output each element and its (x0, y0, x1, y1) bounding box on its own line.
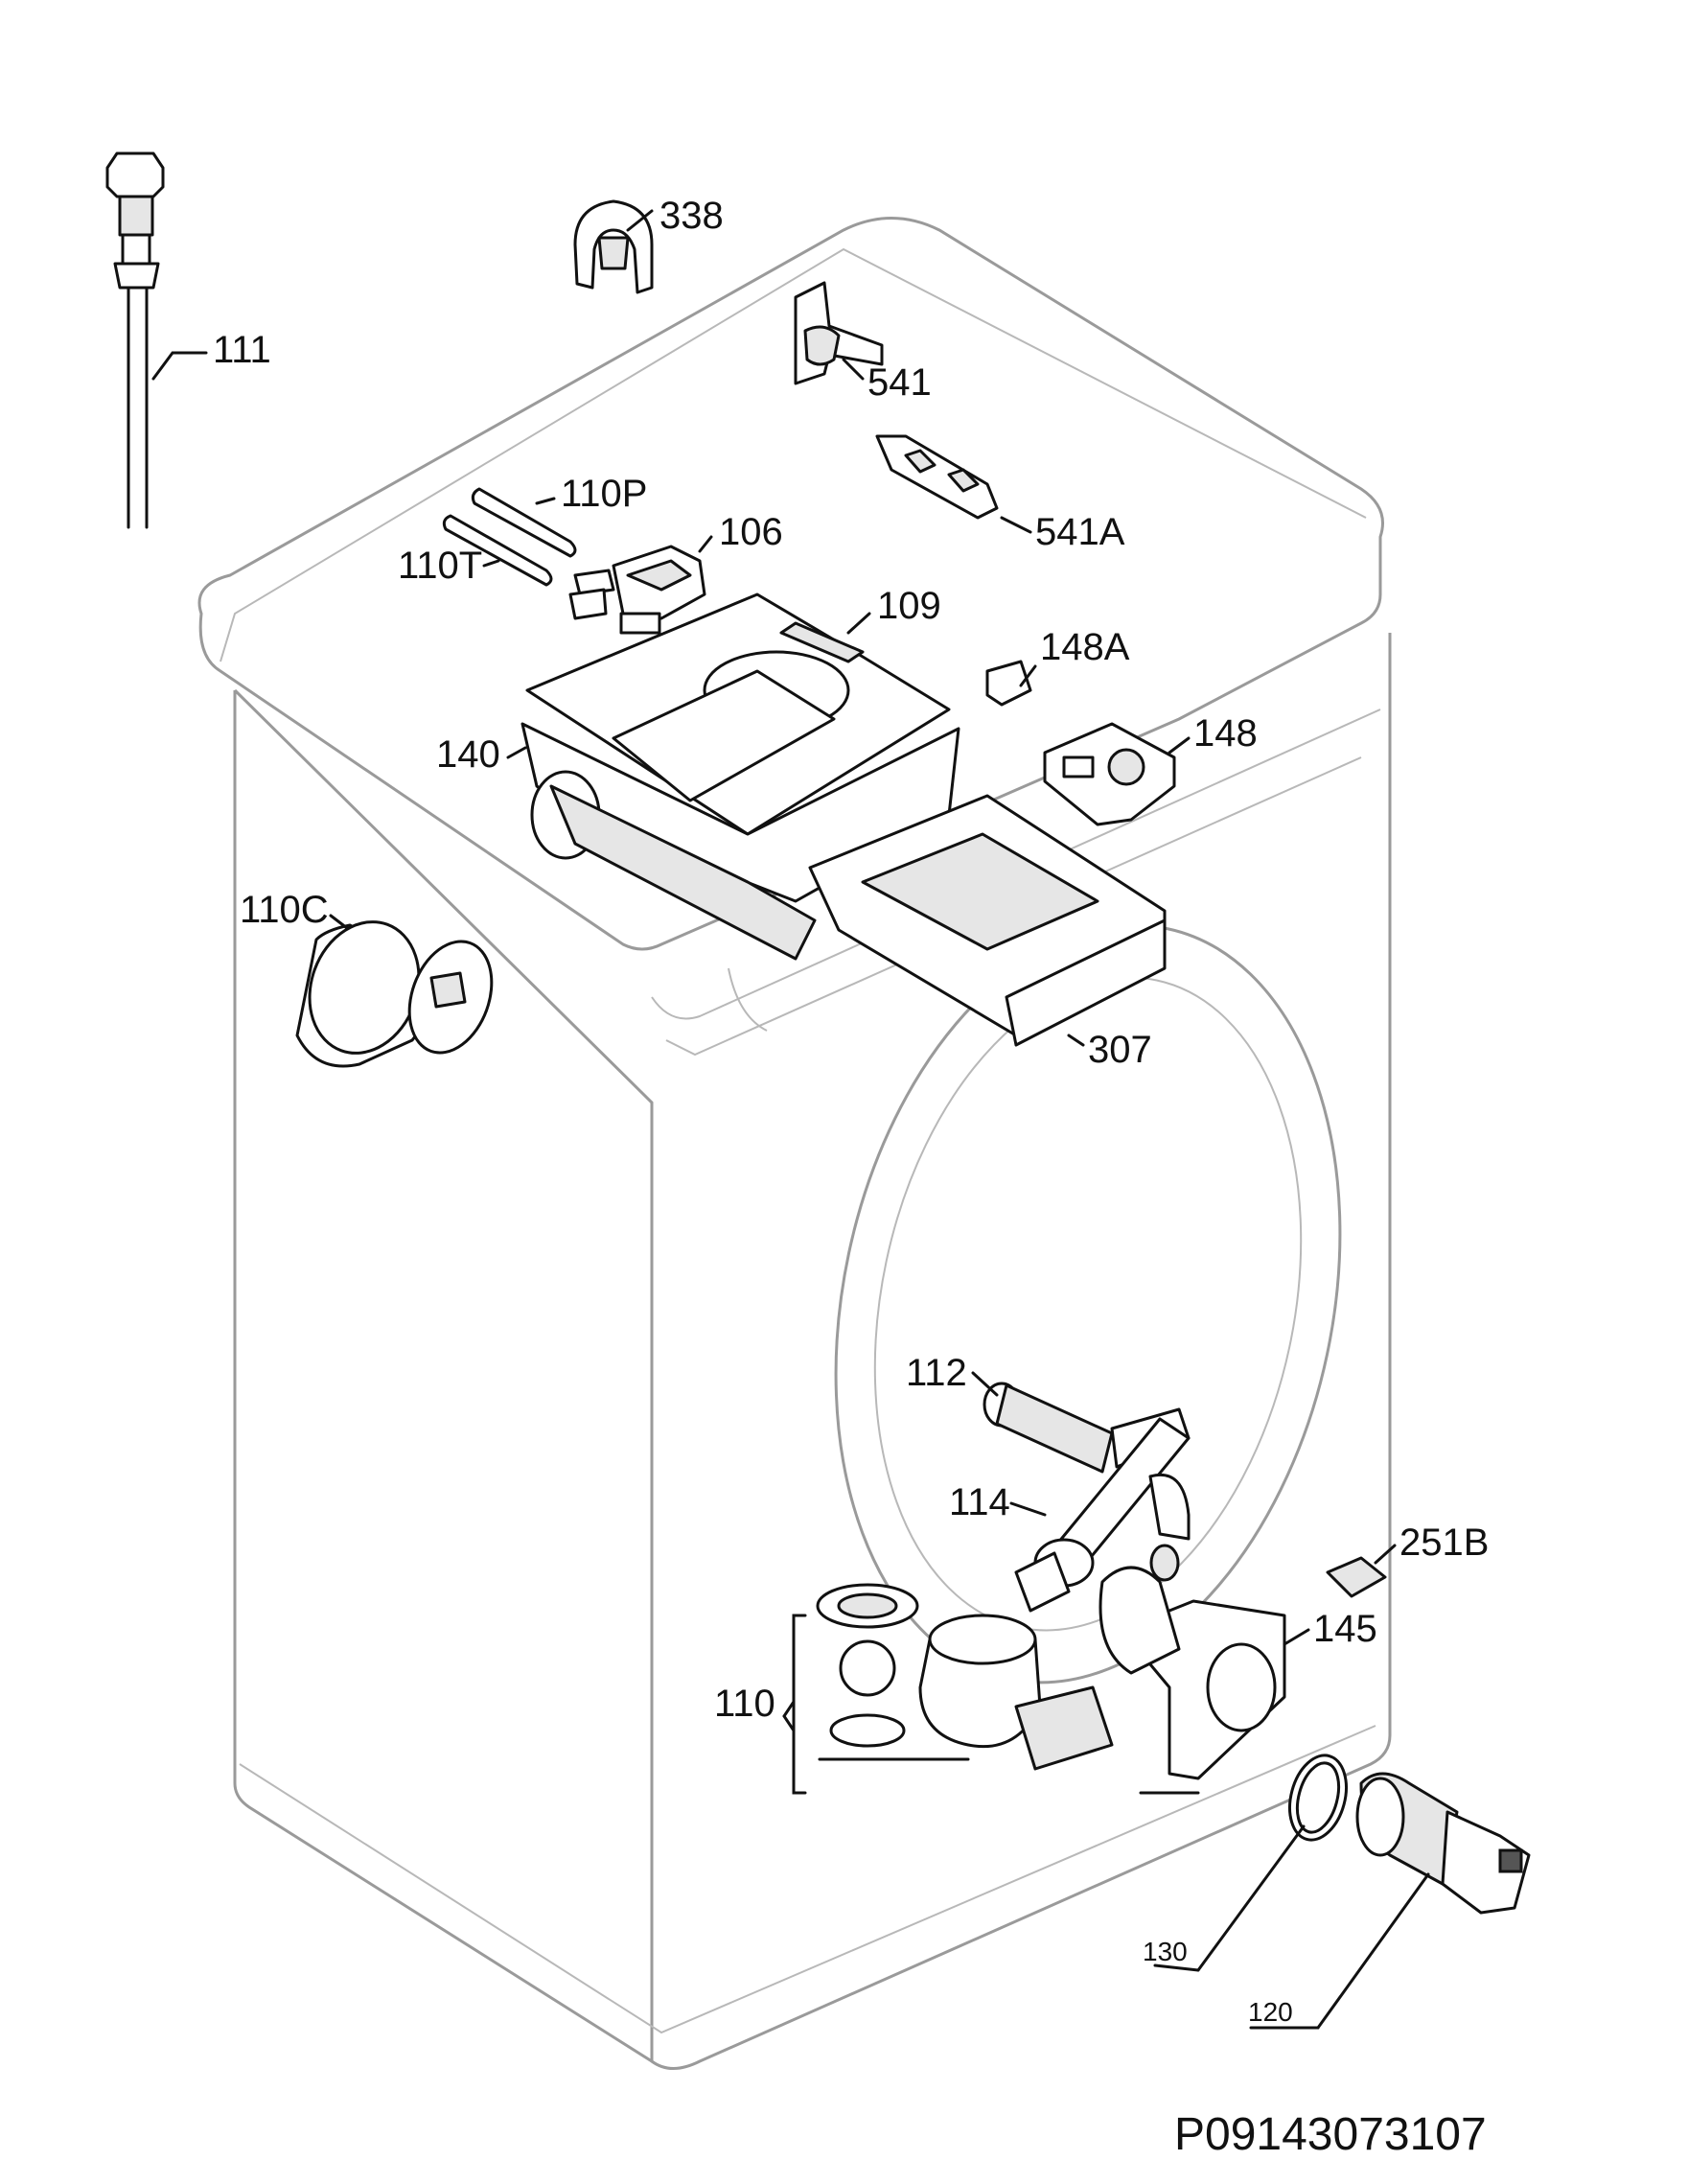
callout-148A: 148A (1040, 626, 1130, 668)
callout-148: 148 (1193, 712, 1258, 755)
filter-part-120 (1355, 1772, 1531, 1915)
callout-labels: 338 111 541 110P 541A 110T 106 109 148A … (213, 195, 1489, 2027)
callout-541: 541 (867, 361, 932, 404)
inlet-hose-part-111 (105, 151, 165, 529)
callout-106: 106 (719, 511, 783, 553)
callout-130: 130 (1143, 1937, 1188, 1966)
bracket-part-541 (794, 281, 884, 385)
callout-112: 112 (906, 1352, 967, 1394)
cable-holder-part-541A (875, 434, 999, 520)
pump-housing-part-145 (1098, 1544, 1286, 1780)
callout-338: 338 (659, 195, 724, 237)
callout-120: 120 (1248, 1997, 1293, 2027)
bellows-part-110C (295, 920, 494, 1068)
clip-part-148A (985, 660, 1032, 707)
callout-251B: 251B (1399, 1522, 1489, 1564)
callout-307: 307 (1088, 1029, 1152, 1071)
callout-110T: 110T (398, 545, 482, 587)
drawer-part-307 (808, 794, 1167, 1047)
callout-110: 110 (714, 1683, 775, 1725)
pad-part-251B (1326, 1556, 1387, 1598)
pipes-part-110P-110T (442, 487, 577, 587)
seal-ring-part-130 (1288, 1754, 1348, 1842)
cabinet-outline (197, 217, 1392, 2070)
cover-part-148 (1043, 722, 1176, 826)
dispenser-lid-part-109 (525, 592, 951, 836)
sump-hose-part-110 (816, 1551, 1114, 1771)
clip-part-338 (573, 199, 654, 294)
callout-110P: 110P (561, 473, 647, 515)
drawing-code: P09143073107 (1174, 2109, 1487, 2160)
callout-114: 114 (949, 1481, 1010, 1523)
callout-110C: 110C (240, 889, 329, 931)
callout-111: 111 (213, 329, 271, 371)
callout-109: 109 (877, 585, 941, 627)
leader-lines (151, 209, 1430, 2030)
valve-part-106 (568, 545, 706, 635)
callout-541A: 541A (1035, 511, 1125, 553)
callout-140: 140 (436, 733, 500, 776)
callout-145: 145 (1313, 1608, 1377, 1650)
